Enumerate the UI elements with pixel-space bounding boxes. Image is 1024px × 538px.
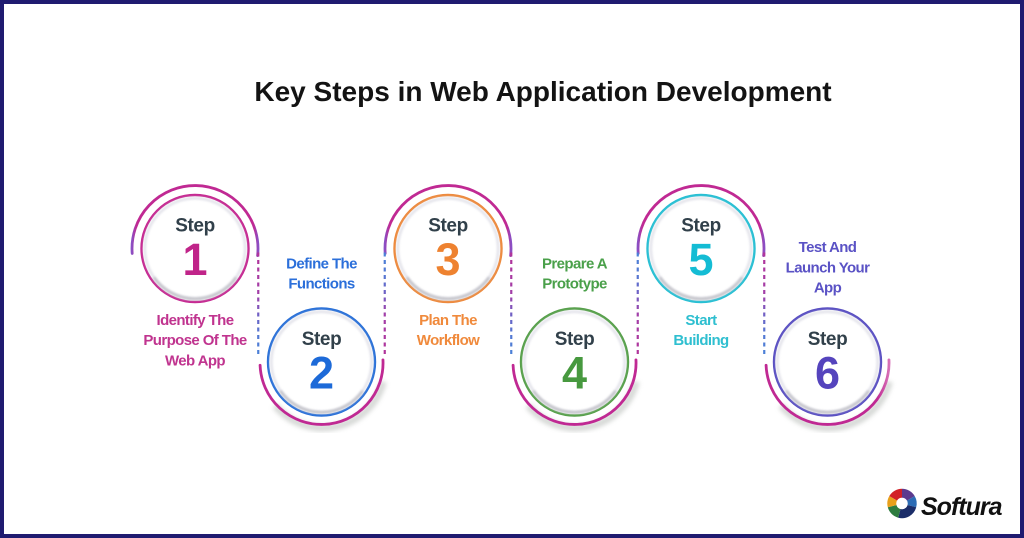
svg-text:Workflow: Workflow (417, 332, 480, 349)
svg-text:Step: Step (428, 216, 468, 237)
svg-text:Building: Building (673, 332, 729, 349)
svg-text:Prototype: Prototype (542, 276, 607, 293)
svg-text:5: 5 (688, 234, 713, 285)
svg-text:Prepare A: Prepare A (542, 256, 608, 273)
svg-text:2: 2 (309, 348, 334, 399)
svg-text:Step: Step (302, 329, 342, 350)
svg-text:Step: Step (681, 216, 721, 237)
svg-text:Plan The: Plan The (419, 312, 477, 329)
svg-text:4: 4 (562, 348, 587, 399)
svg-text:3: 3 (435, 234, 460, 285)
svg-text:Purpose Of The: Purpose Of The (143, 332, 247, 349)
svg-text:Softura: Softura (921, 493, 1003, 521)
svg-text:Test And: Test And (799, 239, 857, 256)
svg-text:Web App: Web App (165, 352, 225, 369)
svg-text:Key Steps in Web Application D: Key Steps in Web Application Development (254, 76, 831, 107)
svg-text:Step: Step (555, 329, 595, 350)
svg-text:Define The: Define The (286, 256, 357, 273)
svg-text:Launch Your: Launch Your (786, 259, 870, 276)
svg-text:App: App (814, 279, 842, 296)
svg-text:Step: Step (175, 216, 215, 237)
svg-text:6: 6 (815, 348, 840, 399)
svg-text:1: 1 (182, 234, 207, 285)
svg-text:Identify The: Identify The (157, 312, 234, 329)
svg-text:Functions: Functions (288, 276, 355, 293)
svg-text:Step: Step (808, 329, 848, 350)
svg-text:Start: Start (685, 312, 717, 329)
